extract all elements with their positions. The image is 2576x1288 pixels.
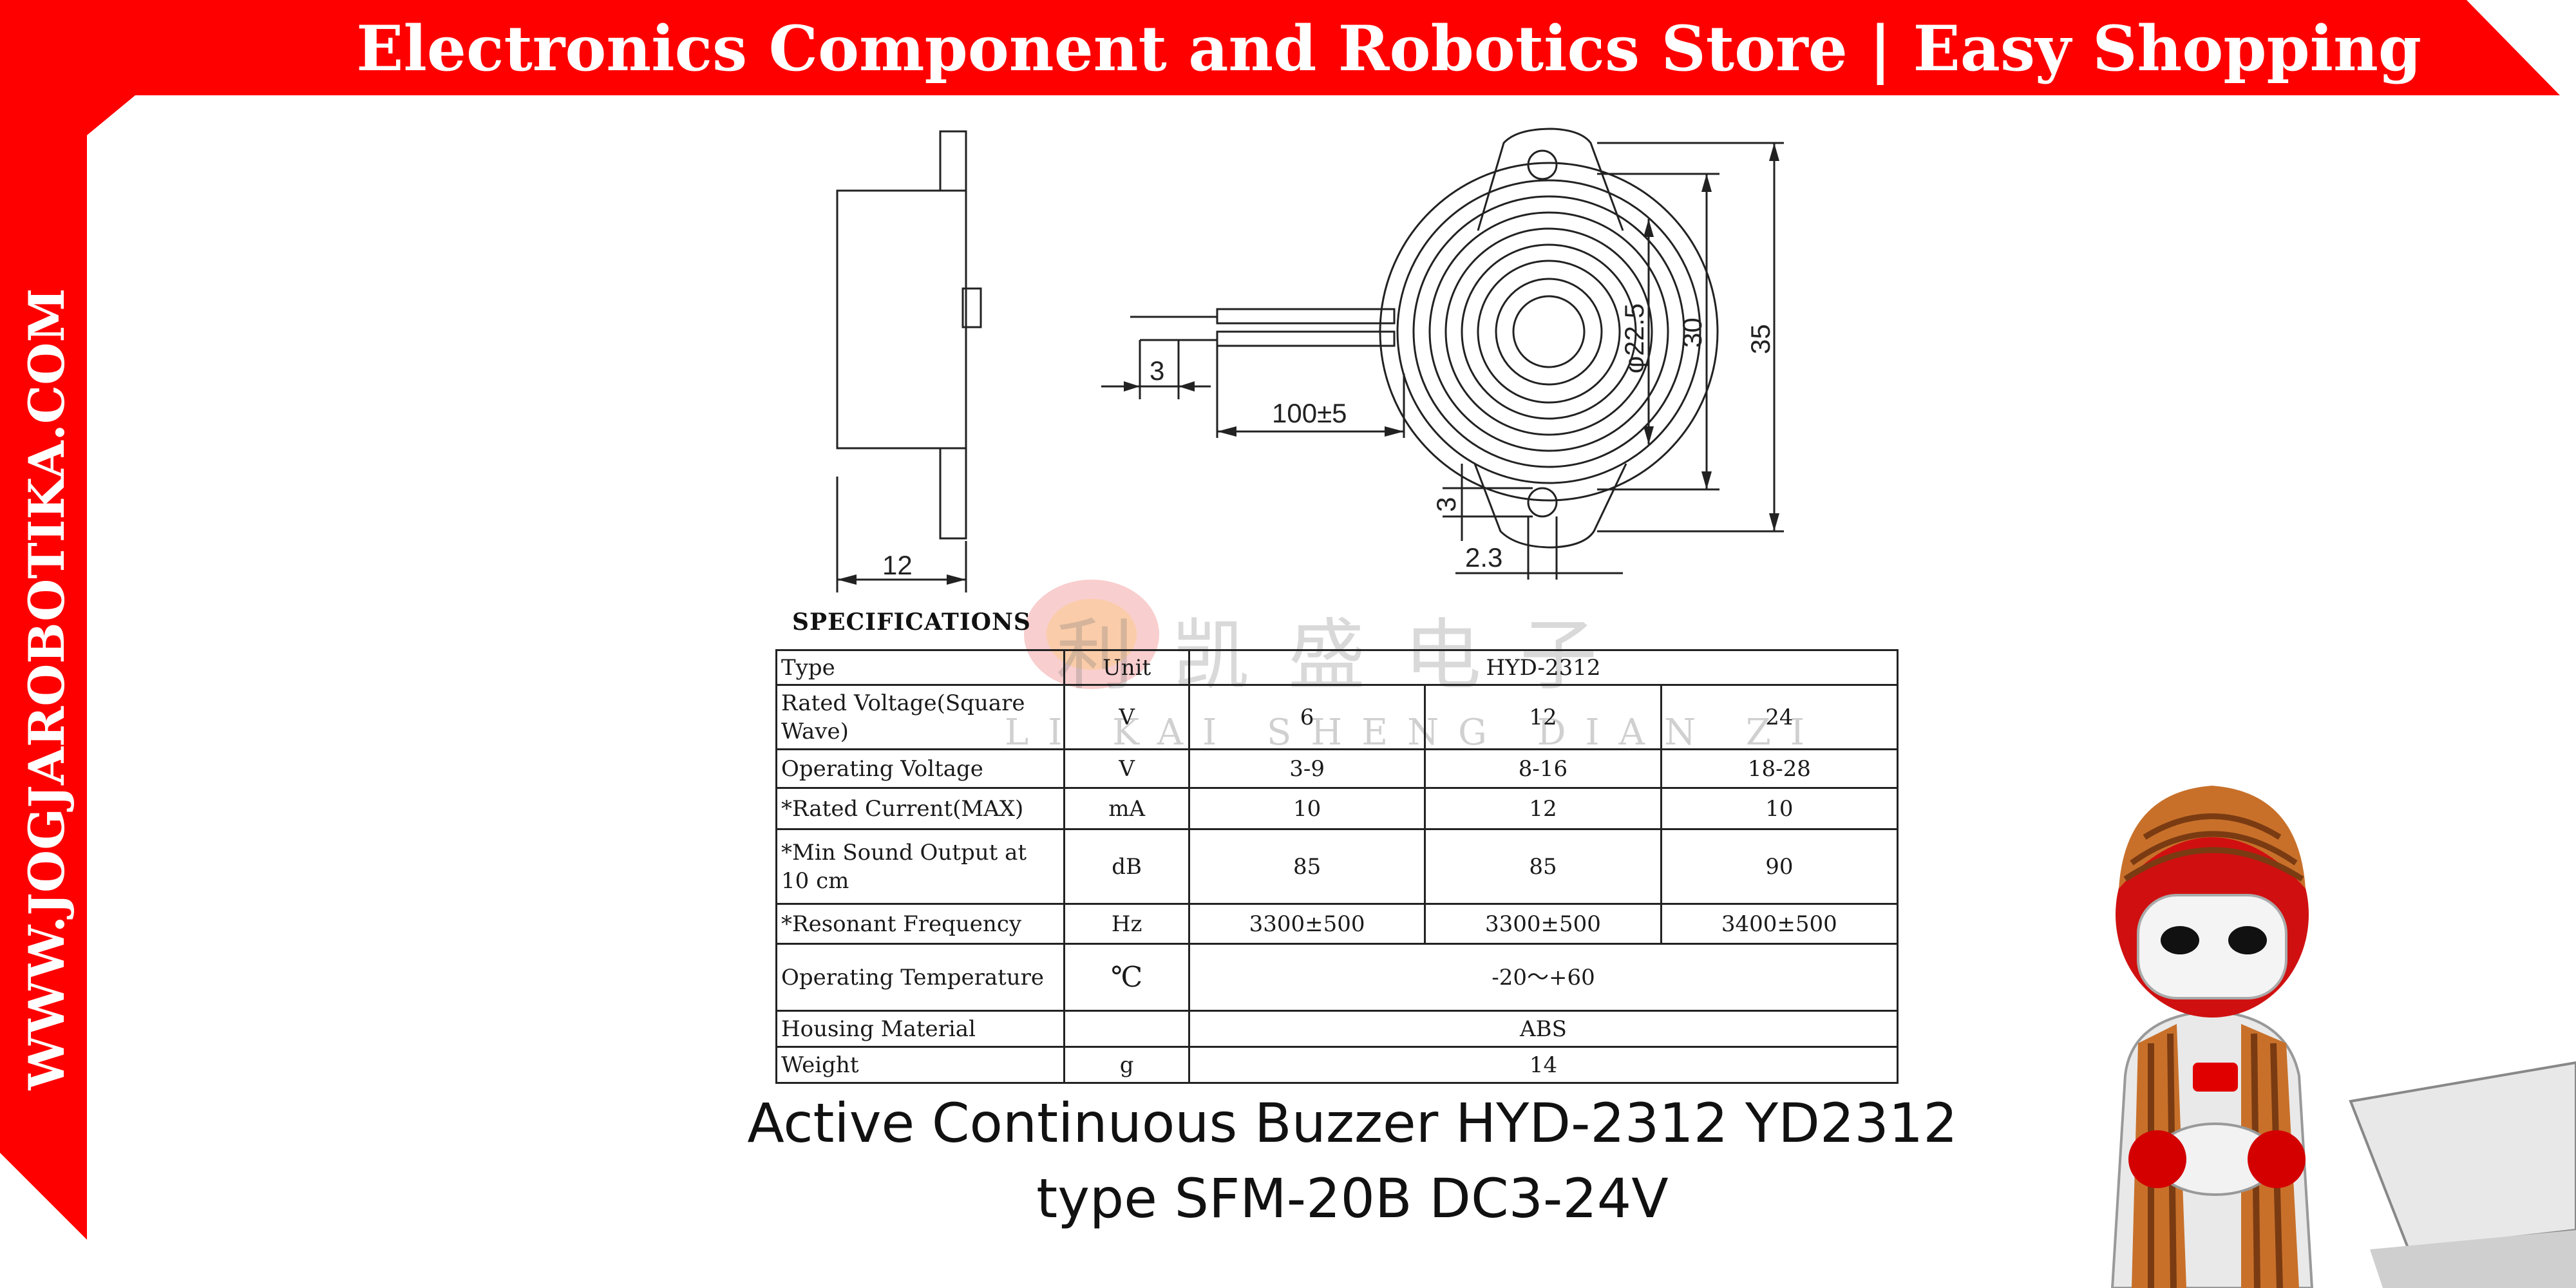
- table-row: Weight g 14: [775, 1046, 1899, 1084]
- row-unit: Unit: [1063, 649, 1190, 686]
- row-unit: g: [1063, 1046, 1190, 1084]
- table-row: Rated Voltage(Square Wave) V 6 12 24: [775, 684, 1899, 750]
- specifications-table: Type Unit HYD-2312 Rated Voltage(Square …: [775, 649, 1899, 1084]
- row-value: 24: [1660, 684, 1899, 750]
- row-label: *Min Sound Output at 10 cm: [775, 828, 1066, 905]
- row-value: 12: [1424, 684, 1662, 750]
- row-value: 3-9: [1188, 748, 1426, 789]
- row-value: 8-16: [1424, 748, 1662, 789]
- dim-diameter: φ22.5: [1619, 303, 1649, 374]
- row-value: HYD-2312: [1188, 649, 1899, 686]
- row-unit: [1063, 1010, 1190, 1048]
- row-label: Operating Temperature: [775, 943, 1066, 1012]
- dim-lead-gap: 3: [1150, 355, 1164, 386]
- buzzer-technical-drawing: 12 100±5 3 φ22.5 30 35 3 2.3: [836, 128, 1784, 592]
- table-row: Type Unit HYD-2312: [775, 649, 1899, 686]
- row-value: 18-28: [1660, 748, 1899, 789]
- dim-hole-width: 2.3: [1465, 542, 1502, 573]
- row-value: 6: [1188, 684, 1426, 750]
- mascot-robot-icon: [2110, 786, 2576, 1288]
- row-label: *Resonant Frequency: [775, 903, 1066, 945]
- dim-width-side: 12: [882, 550, 913, 580]
- row-value: 3300±500: [1188, 903, 1426, 945]
- row-value: 10: [1660, 787, 1899, 830]
- dim-height-30: 30: [1677, 317, 1707, 348]
- row-label: Type: [775, 649, 1066, 686]
- row-unit: V: [1063, 748, 1190, 789]
- row-unit: ℃: [1063, 943, 1190, 1012]
- row-value: 90: [1660, 828, 1899, 905]
- product-title-line2: type SFM-20B DC3-24V: [1036, 1167, 1669, 1230]
- row-label: Rated Voltage(Square Wave): [775, 684, 1066, 750]
- row-value: 12: [1424, 787, 1662, 830]
- table-row: *Min Sound Output at 10 cm dB 85 85 90: [775, 828, 1899, 905]
- table-row: Operating Temperature ℃ -20～+60: [775, 943, 1899, 1012]
- dim-hole-height: 3: [1431, 497, 1461, 512]
- row-value: 10: [1188, 787, 1426, 830]
- row-value: 85: [1424, 828, 1662, 905]
- row-unit: V: [1063, 684, 1190, 750]
- table-row: *Resonant Frequency Hz 3300±500 3300±500…: [775, 903, 1899, 945]
- dim-lead-length: 100±5: [1272, 398, 1347, 428]
- row-value: 85: [1188, 828, 1426, 905]
- row-unit: Hz: [1063, 903, 1190, 945]
- table-row: Operating Voltage V 3-9 8-16 18-28: [775, 748, 1899, 789]
- row-value: 14: [1188, 1046, 1899, 1084]
- store-tagline: Electronics Component and Robotics Store…: [356, 12, 2421, 85]
- row-label: Operating Voltage: [775, 748, 1066, 789]
- row-unit: mA: [1063, 787, 1190, 830]
- table-row: Housing Material ABS: [775, 1010, 1899, 1048]
- row-value: 3300±500: [1424, 903, 1662, 945]
- dim-height-35: 35: [1745, 324, 1776, 354]
- product-title-line1: Active Continuous Buzzer HYD-2312 YD2312: [747, 1092, 1958, 1155]
- row-value: ABS: [1188, 1010, 1899, 1048]
- website-url: WWW.JOGJAROBOTIKA.COM: [17, 288, 75, 1090]
- row-value: -20～+60: [1188, 943, 1899, 1012]
- row-label: *Rated Current(MAX): [775, 787, 1066, 830]
- row-unit: dB: [1063, 828, 1190, 905]
- row-label: Housing Material: [775, 1010, 1066, 1048]
- table-row: *Rated Current(MAX) mA 10 12 10: [775, 787, 1899, 830]
- row-value: 3400±500: [1660, 903, 1899, 945]
- specifications-heading: SPECIFICATIONS: [792, 609, 1031, 636]
- row-label: Weight: [775, 1046, 1066, 1084]
